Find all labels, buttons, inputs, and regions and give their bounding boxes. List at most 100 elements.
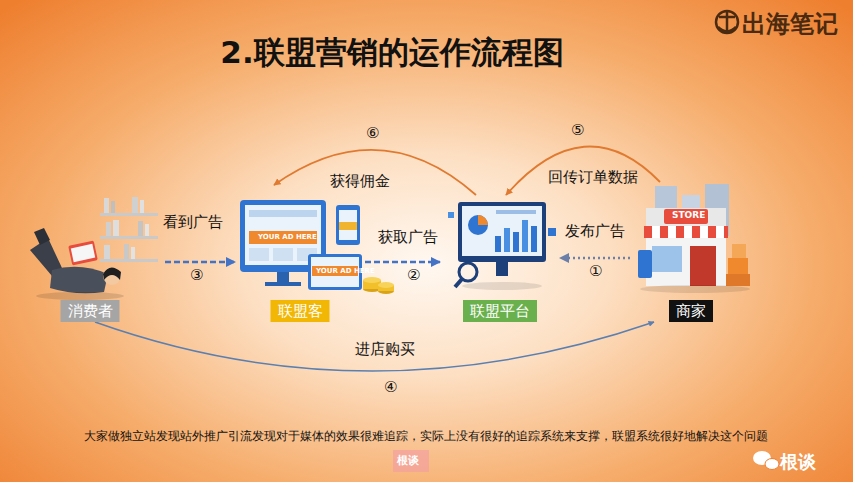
actor-label: 联盟客 xyxy=(271,300,330,322)
consumer-figure-part xyxy=(71,244,95,262)
bookshelf-part xyxy=(100,213,158,216)
platform-monitor xyxy=(448,202,556,290)
bookshelf-part xyxy=(138,221,143,236)
platform-monitor-part xyxy=(522,220,528,252)
edge-label: 发布广告 xyxy=(565,222,625,241)
caption: 大家做独立站发现站外推广引流发现对于媒体的效果很难追踪，实际上没有很好的追踪系统… xyxy=(84,428,768,445)
store-figure-part xyxy=(664,209,708,224)
platform-monitor-part xyxy=(495,236,501,252)
platform-monitor-part xyxy=(448,212,454,218)
store-figure xyxy=(638,184,750,293)
store-figure-part xyxy=(646,208,726,226)
bookshelf-part xyxy=(145,224,149,236)
affiliate-devices-part xyxy=(336,205,360,245)
affiliate-devices-part xyxy=(273,248,293,261)
bookshelf-part xyxy=(124,244,129,259)
store-figure-part xyxy=(640,285,750,293)
consumer-figure-part xyxy=(68,241,98,266)
actor-box: 商家 xyxy=(630,182,752,322)
watermark-box xyxy=(393,450,429,472)
bookshelf-part xyxy=(140,200,144,213)
bookshelf-part xyxy=(100,259,158,262)
watermark: 根谈 xyxy=(780,450,816,474)
ad-banner-text: YOUR AD HERE xyxy=(258,233,317,241)
ad-banner-text: YOUR AD HERE xyxy=(316,267,375,275)
callout-number: ⑤ xyxy=(571,121,584,139)
watermark-box-part xyxy=(393,450,429,472)
affiliate-devices-part xyxy=(249,248,269,261)
actor-label: 联盟平台 xyxy=(463,300,537,322)
store-figure-part xyxy=(652,246,682,272)
platform-monitor-part xyxy=(455,279,462,287)
platform-monitor-part xyxy=(468,215,488,235)
bookshelf-part xyxy=(104,198,109,213)
connector xyxy=(506,146,660,195)
platform-monitor-part xyxy=(504,228,510,252)
wechat-icon xyxy=(753,451,779,470)
store-figure-part xyxy=(728,258,748,274)
platform-monitor-part xyxy=(459,263,477,281)
watermark: 根谈 xyxy=(397,453,419,468)
edge-label: 看到广告 xyxy=(163,213,223,232)
affiliate-devices-part xyxy=(363,277,381,283)
consumer-figure-part xyxy=(50,267,108,294)
logo-anchor-part xyxy=(716,11,738,33)
actor-box: 消费者 xyxy=(15,200,165,322)
bookshelf xyxy=(100,197,158,262)
consumer-figure-part xyxy=(36,292,124,300)
callout-number: ① xyxy=(589,262,602,280)
connector xyxy=(274,150,476,195)
edge-label: 进店购买 xyxy=(355,340,415,359)
callout-number: ② xyxy=(407,266,420,284)
affiliate-devices-part xyxy=(249,231,317,244)
bookshelf-part xyxy=(132,197,138,213)
edge-label: 回传订单数据 xyxy=(548,168,638,187)
platform-monitor-part xyxy=(513,232,519,252)
logo-anchor-part xyxy=(718,27,736,32)
platform-monitor-part xyxy=(531,226,537,252)
store-figure-part xyxy=(690,246,716,286)
store-figure-part xyxy=(644,226,728,238)
callout-number: ④ xyxy=(384,378,397,396)
bookshelf-part xyxy=(106,222,111,236)
actor-box: 联盟客 xyxy=(235,185,365,322)
store-figure-part xyxy=(726,274,750,286)
store-figure-part xyxy=(732,244,746,258)
connector xyxy=(165,261,235,264)
consumer-figure xyxy=(30,228,124,300)
bookshelf-part xyxy=(100,236,158,239)
callout-number: ③ xyxy=(190,266,203,284)
affiliate-devices-part xyxy=(339,222,357,230)
platform-monitor-part xyxy=(478,215,488,225)
actor-label: 商家 xyxy=(669,300,713,322)
connector xyxy=(365,261,440,264)
actor-label: 消费者 xyxy=(61,300,120,322)
platform-monitor-part xyxy=(462,282,542,290)
bookshelf-part xyxy=(113,220,119,236)
consumer-figure-part xyxy=(103,267,121,280)
diagram-title: 2.联盟营销的运作流程图 xyxy=(220,32,563,74)
affiliate-devices-part xyxy=(265,282,301,286)
store-figure-part xyxy=(652,226,724,238)
logo-text: 出海笔记 xyxy=(742,8,838,40)
connector xyxy=(95,322,654,371)
edge-label: 获得佣金 xyxy=(330,172,390,191)
store-sign: STORE xyxy=(672,210,705,220)
callout-number: ⑥ xyxy=(366,124,379,142)
platform-monitor-part xyxy=(496,210,536,214)
bookshelf-part xyxy=(131,247,135,259)
logo-anchor-part xyxy=(719,16,735,19)
affiliate-devices-part xyxy=(249,210,317,217)
wechat-icon-part xyxy=(765,459,779,470)
affiliate-devices-part xyxy=(277,272,289,282)
platform-monitor-part xyxy=(458,202,546,262)
actor-box: 联盟平台 xyxy=(440,195,560,322)
bookshelf-part xyxy=(111,201,115,213)
platform-monitor-part xyxy=(548,228,556,236)
bookshelf-part xyxy=(104,245,110,259)
logo-anchor xyxy=(716,10,738,34)
platform-monitor-part xyxy=(496,262,508,276)
affiliate-devices xyxy=(240,200,394,294)
store-figure-part xyxy=(638,250,652,278)
